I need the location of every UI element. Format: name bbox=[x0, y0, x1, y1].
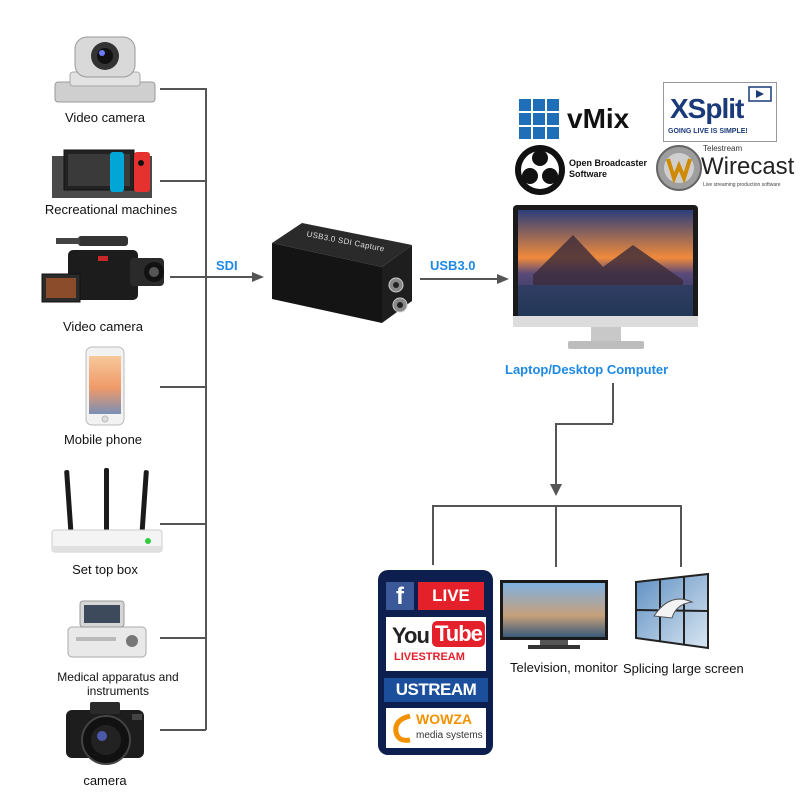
connector-source-7 bbox=[160, 729, 206, 731]
dslr-camera-icon bbox=[66, 702, 144, 765]
connector-computer-down-1 bbox=[612, 383, 614, 423]
wirecast-icon bbox=[656, 145, 702, 191]
source-label: Set top box bbox=[72, 562, 138, 577]
youtube-logo: You Tube LIVESTREAM bbox=[386, 617, 486, 671]
wowza-logo: WOWZA media systems bbox=[386, 708, 486, 748]
computer-monitor bbox=[513, 205, 698, 355]
wirecast-logo: Telestream Wirecast Live streaming produ… bbox=[655, 142, 794, 198]
mobile-phone-icon bbox=[85, 346, 125, 426]
capture-box-icon bbox=[272, 223, 412, 323]
monitor-icon bbox=[513, 205, 698, 349]
wowza-text: WOWZA bbox=[416, 711, 472, 727]
connector-output-tv bbox=[555, 505, 557, 567]
game-console-icon bbox=[52, 149, 152, 198]
xsplit-tagline: GOING LIVE IS SIMPLE! bbox=[668, 128, 748, 135]
video-wall-icon bbox=[635, 572, 709, 650]
streaming-platforms-panel: f LIVE You Tube LIVESTREAM USTREAM WOWZA… bbox=[378, 570, 493, 755]
vmix-text: vMix bbox=[567, 103, 630, 134]
wirecast-text: Wirecast bbox=[701, 153, 795, 180]
obs-logo: Open Broadcaster Software bbox=[513, 143, 653, 197]
source-item-dslr bbox=[62, 696, 158, 766]
xsplit-logo: XSplit GOING LIVE IS SIMPLE! bbox=[663, 82, 777, 142]
source-label: Video camera bbox=[65, 110, 145, 125]
source-item-settopbox bbox=[48, 466, 166, 558]
obs-icon bbox=[515, 145, 565, 195]
router-icon bbox=[51, 468, 163, 553]
arrow-down-icon bbox=[550, 484, 562, 496]
facebook-icon: f bbox=[386, 582, 414, 610]
television-icon bbox=[500, 580, 608, 649]
vmix-grid-icon bbox=[519, 99, 559, 139]
facebook-live-text: LIVE bbox=[418, 582, 484, 610]
vmix-logo: vMix bbox=[517, 97, 647, 141]
output-bus-line bbox=[432, 505, 682, 507]
source-item-camcorder bbox=[38, 232, 170, 314]
xsplit-text: XSplit bbox=[670, 93, 744, 124]
source-item-console bbox=[50, 148, 160, 200]
connector-output-videowall bbox=[680, 505, 682, 567]
youtube-tube-text: Tube bbox=[432, 621, 485, 647]
connector-output-streaming bbox=[432, 505, 434, 565]
youtube-livestream-text: LIVESTREAM bbox=[394, 651, 465, 663]
connector-source-3 bbox=[170, 276, 206, 278]
left-bus-line bbox=[205, 88, 207, 730]
television bbox=[500, 580, 608, 652]
tv-label: Television, monitor bbox=[510, 660, 618, 675]
arrow-to-computer-icon bbox=[497, 274, 509, 284]
connector-source-6 bbox=[160, 637, 206, 639]
connector-source-4 bbox=[160, 386, 206, 388]
connector-computer-horizontal bbox=[555, 423, 613, 425]
telestream-text: Telestream bbox=[703, 144, 743, 153]
usb-connection-label: USB3.0 bbox=[430, 258, 476, 273]
connector-bus-to-device bbox=[206, 276, 258, 278]
source-label: Video camera bbox=[63, 319, 143, 334]
ustream-logo: USTREAM bbox=[384, 678, 488, 702]
connector-source-1 bbox=[160, 88, 206, 90]
video-wall bbox=[632, 572, 712, 650]
capture-device: USB3.0 SDI Capture bbox=[262, 215, 417, 335]
computer-label: Laptop/Desktop Computer bbox=[505, 362, 669, 377]
source-label: Mobile phone bbox=[63, 432, 143, 447]
wowza-sub-text: media systems bbox=[416, 730, 483, 741]
wowza-icon bbox=[393, 713, 411, 743]
sdi-connection-label: SDI bbox=[216, 258, 238, 273]
arrow-to-capture-icon bbox=[252, 272, 264, 282]
obs-line1: Open Broadcaster bbox=[569, 158, 648, 168]
source-label: Medical apparatus and instruments bbox=[57, 670, 179, 698]
play-icon bbox=[748, 86, 772, 102]
facebook-live-logo: f LIVE bbox=[386, 582, 486, 610]
source-item-medical bbox=[60, 597, 155, 662]
connector-source-2 bbox=[160, 180, 206, 182]
ptz-camera-icon bbox=[54, 36, 156, 103]
source-label: Recreational machines bbox=[44, 202, 178, 217]
connector-device-to-computer bbox=[420, 278, 502, 280]
connector-computer-down-2 bbox=[555, 423, 557, 490]
obs-line2: Software bbox=[569, 169, 608, 179]
connector-source-5 bbox=[160, 523, 206, 525]
youtube-you-text: You bbox=[392, 623, 430, 648]
source-item-phone bbox=[85, 346, 125, 426]
medical-device-icon bbox=[67, 600, 147, 658]
source-label: camera bbox=[83, 773, 127, 788]
videowall-label: Splicing large screen bbox=[623, 661, 744, 676]
camcorder-icon bbox=[41, 236, 164, 303]
wirecast-tagline: Live streaming production software bbox=[703, 182, 781, 188]
source-item-ptz-camera bbox=[45, 32, 165, 107]
